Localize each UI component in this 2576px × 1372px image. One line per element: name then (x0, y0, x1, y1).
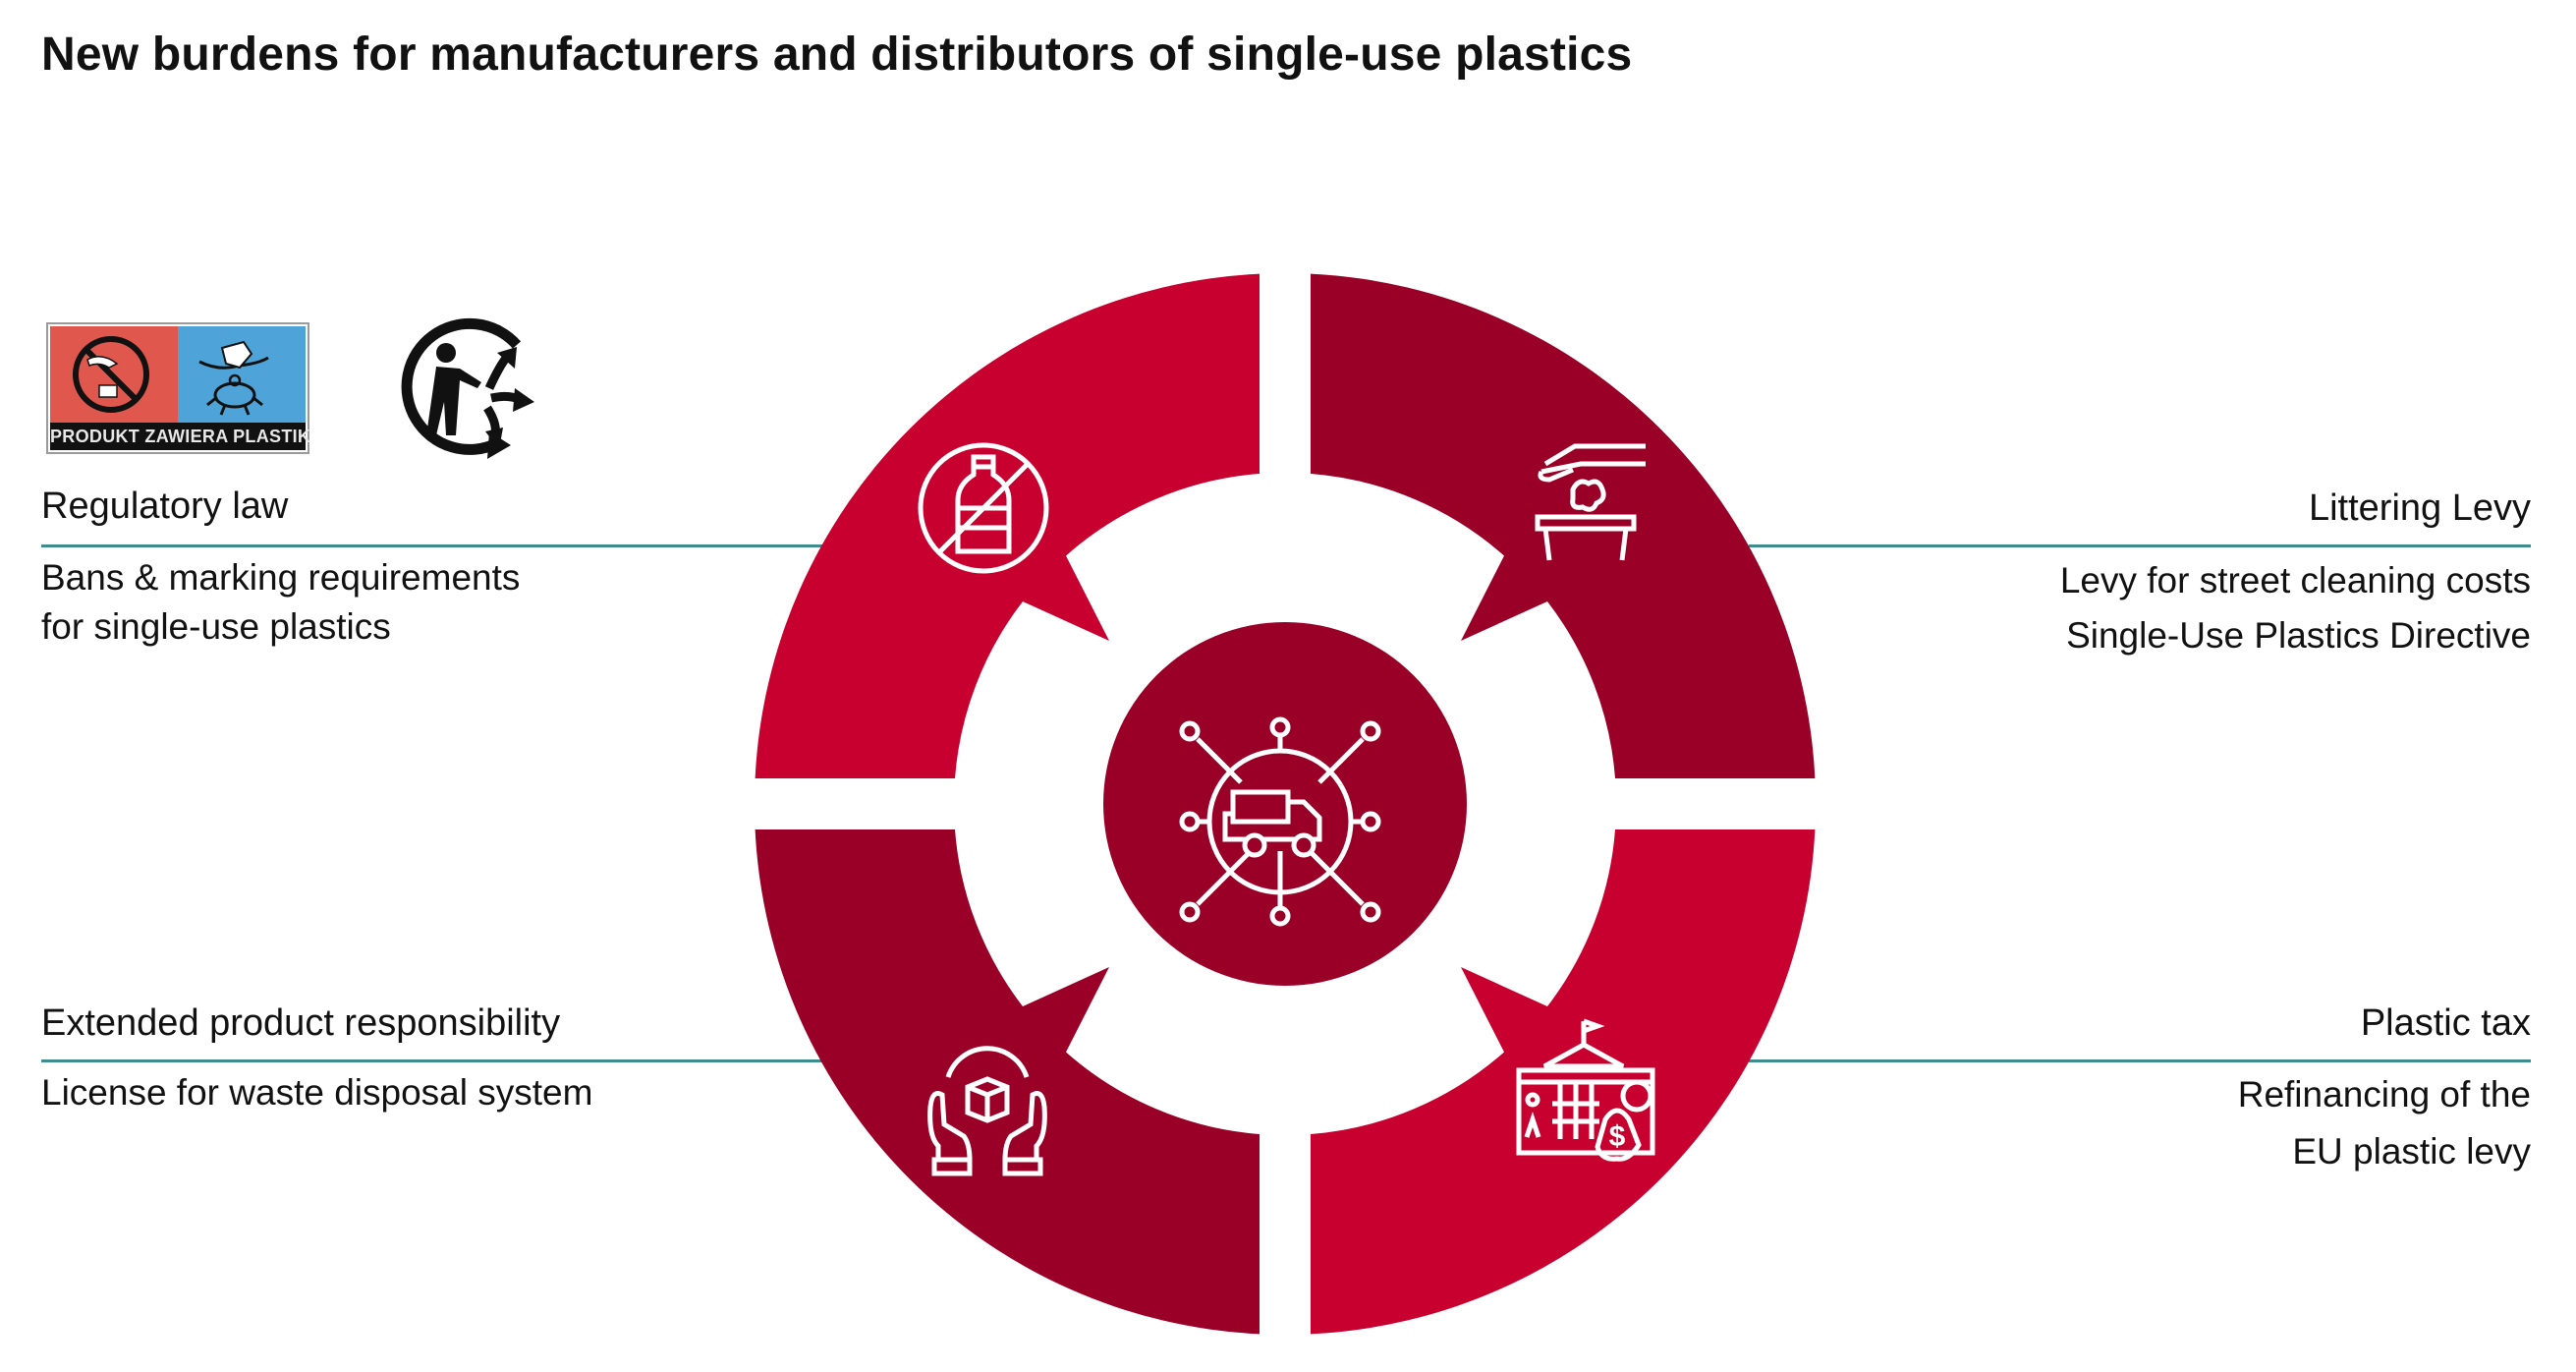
regulatory-law-heading: Regulatory law (41, 486, 289, 527)
description-line: Bans & marking requirements (41, 557, 521, 598)
no-littering-panel (50, 326, 178, 423)
triman-recycling-logo-icon (401, 317, 534, 459)
regulatory-law-description: Bans & marking requirements for single-u… (41, 553, 520, 652)
extended-product-responsibility-description: License for waste disposal system (41, 1068, 592, 1117)
hand-dropping-litter-icon (1535, 443, 1646, 561)
connector-line-regulatory (41, 544, 827, 547)
government-building-money-icon (1516, 1018, 1655, 1162)
no-littering-icon (73, 336, 149, 413)
plastic-tax-heading: Plastic tax (2360, 1002, 2531, 1044)
connector-line-littering (1749, 544, 2531, 547)
dollar-sign-glyph: $ (1609, 1120, 1626, 1153)
description-line: Single-Use Plastics Directive (2066, 615, 2531, 656)
description-line: for single-use plastics (41, 606, 391, 647)
plastic-marking-label: PRODUKT ZAWIERA PLASTIK (46, 322, 310, 454)
no-plastic-bottle-icon (918, 442, 1049, 574)
sea-turtle-icon (198, 340, 269, 416)
distribution-network-truck-icon (1179, 716, 1381, 927)
description-line: Refinancing of the (2237, 1074, 2531, 1115)
sea-turtle-panel (178, 326, 306, 423)
hands-holding-box-icon (927, 1046, 1047, 1176)
plastic-tax-description: Refinancing of the EU plastic levy (2238, 1066, 2531, 1180)
marking-label-text: PRODUKT ZAWIERA PLASTIK (50, 423, 310, 450)
description-line: Levy for street cleaning costs (2059, 560, 2531, 600)
littering-levy-heading: Littering Levy (2308, 487, 2531, 529)
page-title: New burdens for manufacturers and distri… (41, 29, 1633, 81)
littering-levy-description: Levy for street cleaning costs Single-Us… (2060, 553, 2531, 663)
center-circle (1103, 622, 1467, 986)
extended-product-responsibility-heading: Extended product responsibility (41, 1002, 561, 1044)
description-line: EU plastic levy (2292, 1131, 2531, 1172)
connector-line-epr (41, 1059, 827, 1062)
description-line: License for waste disposal system (41, 1072, 593, 1113)
connector-line-tax (1749, 1059, 2531, 1062)
